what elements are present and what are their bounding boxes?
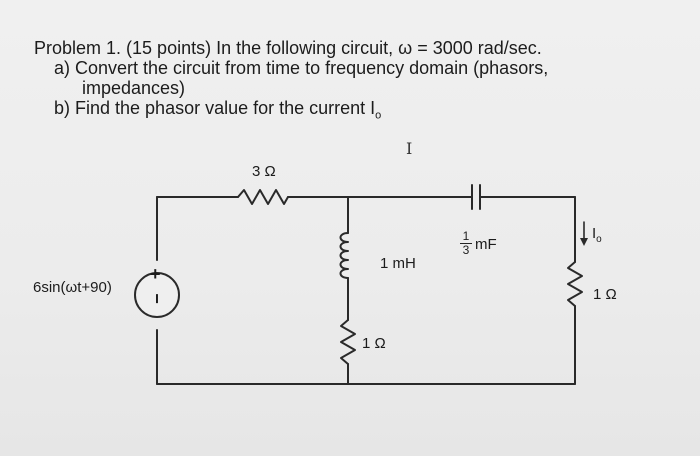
part-b-sub: o	[375, 109, 382, 122]
inductor-label: 1 mH	[380, 255, 416, 272]
resistor-3ohm	[237, 189, 289, 205]
problem-heading: Problem 1. (15 points) In the following …	[34, 38, 542, 58]
resistor-mid-1ohm	[340, 319, 356, 365]
inductor-1mh	[339, 232, 349, 279]
cap-unit: mF	[475, 236, 497, 253]
r-mid-label: 1 Ω	[362, 335, 386, 352]
source-label: 6sin(ωt+90)	[33, 279, 112, 296]
voltage-source	[134, 272, 180, 318]
part-b-text: b) Find the phasor value for the current…	[54, 98, 376, 118]
cap-numerator: 1	[462, 229, 470, 243]
current-label-text: I	[592, 225, 597, 242]
r-right-label: 1 Ω	[593, 286, 617, 303]
part-a-line2: impedances)	[82, 78, 186, 98]
source-minus-sign: −	[146, 293, 167, 304]
cap-denominator: 3	[462, 243, 470, 257]
part-a-line1: a) Convert the circuit from time to freq…	[54, 58, 549, 78]
source-plus-sign: +	[150, 264, 161, 284]
text-cursor-icon: I	[406, 139, 413, 158]
current-label-sub: o	[596, 234, 602, 245]
r-top-label: 3 Ω	[252, 163, 276, 180]
resistor-right-1ohm	[567, 261, 583, 307]
problem-statement: Problem 1. (15 points) In the following …	[34, 38, 674, 126]
cap-fraction: 1 3	[460, 229, 472, 257]
current-label: Io	[592, 225, 602, 245]
part-b: b) Find the phasor value for the current…	[34, 98, 674, 126]
current-arrow-head-icon	[580, 238, 588, 246]
